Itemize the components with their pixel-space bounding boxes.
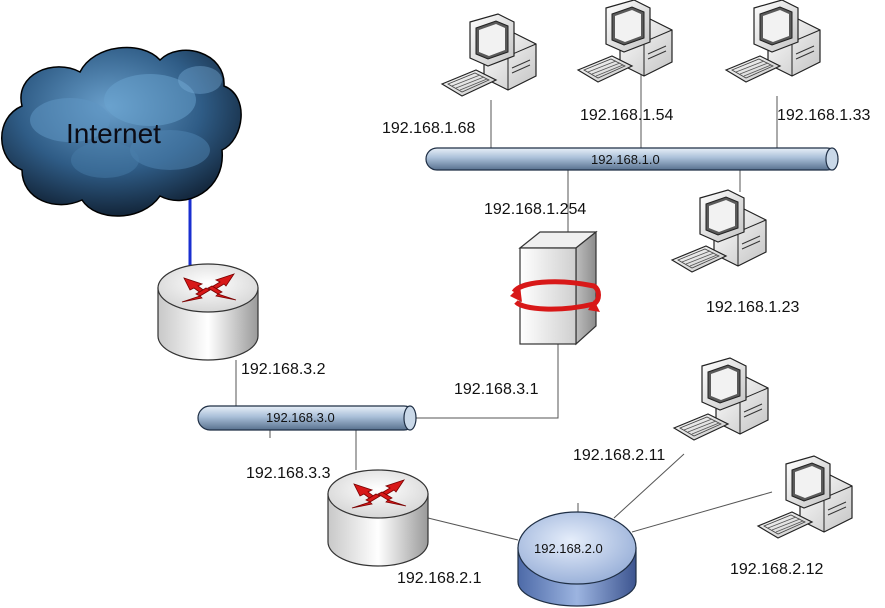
router-lan2 [327, 469, 429, 567]
gateway-server [510, 230, 601, 346]
computer-192-168-2-11 [673, 357, 769, 441]
address-label-1-254: 192.168.1.254 [484, 201, 586, 218]
computer-192-168-1-23 [671, 189, 767, 273]
computer-192-168-1-54 [577, 0, 673, 83]
connection-lines [235, 68, 778, 541]
internet-uplink [188, 198, 210, 268]
bus-lan-192-168-1-0: 192.168.1.0 [425, 147, 839, 171]
address-label-1-23: 192.168.1.23 [706, 299, 800, 316]
address-label-2-1: 192.168.2.1 [397, 570, 482, 587]
network-label-lan2: 192.168.2.0 [534, 541, 603, 556]
address-label-1-33: 192.168.1.33 [777, 107, 871, 124]
computer-192-168-1-68 [441, 13, 537, 97]
internet-label: Internet [66, 118, 161, 149]
address-label-2-11: 192.168.2.11 [573, 447, 665, 464]
address-label-3-2: 192.168.3.2 [241, 361, 326, 378]
network-label-lan1: 192.168.1.0 [591, 152, 660, 167]
internet-cloud: Internet [1, 46, 242, 217]
network-label-lan3: 192.168.3.0 [266, 410, 335, 425]
address-label-2-12: 192.168.2.12 [730, 561, 824, 578]
router-internet [157, 263, 259, 361]
computer-192-168-1-33 [725, 0, 821, 83]
address-label-1-54: 192.168.1.54 [580, 107, 674, 124]
bus-lan-192-168-3-0: 192.168.3.0 [197, 405, 417, 431]
address-label-3-3: 192.168.3.3 [246, 465, 331, 482]
hub-lan-192-168-2-0: 192.168.2.0 [517, 511, 637, 607]
address-label-1-68: 192.168.1.68 [382, 120, 476, 137]
address-label-3-1: 192.168.3.1 [454, 381, 539, 398]
computer-192-168-2-12 [757, 455, 853, 539]
